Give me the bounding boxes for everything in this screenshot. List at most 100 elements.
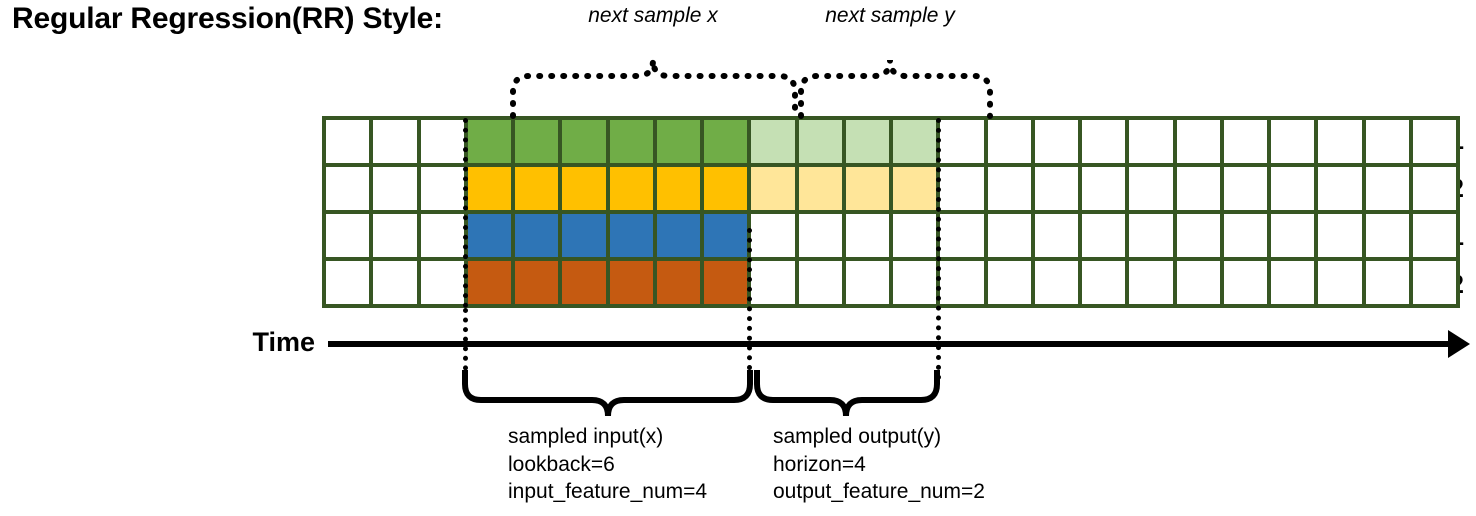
grid-cell-empty — [1318, 214, 1362, 257]
grid-cell-empty — [1271, 261, 1315, 304]
grid-cell-input — [656, 167, 700, 210]
grid-cell-empty — [1034, 214, 1078, 257]
grid-cell-empty — [1271, 120, 1315, 163]
grid-row — [326, 167, 1456, 210]
grid-cell-empty — [1034, 261, 1078, 304]
grid-cell-empty — [373, 214, 417, 257]
grid-cell-empty — [751, 261, 795, 304]
grid-row — [326, 261, 1456, 304]
grid-cell-empty — [893, 214, 937, 257]
grid-cell-empty — [940, 120, 984, 163]
grid-cell-empty — [798, 214, 842, 257]
grid-cell-empty — [1365, 120, 1409, 163]
grid-cell-empty — [1034, 167, 1078, 210]
grid-cell-input — [467, 167, 511, 210]
top-brace-label-next-sample-x: next sample x — [588, 4, 718, 27]
guide-input-start — [463, 118, 468, 308]
grid-cell-empty — [1412, 214, 1456, 257]
grid-cell-empty — [1318, 261, 1362, 304]
grid-cell-output — [893, 167, 937, 210]
grid-cell-empty — [1365, 261, 1409, 304]
grid-cell-empty — [373, 261, 417, 304]
grid-cell-empty — [420, 167, 464, 210]
page-title: Regular Regression(RR) Style: — [12, 2, 443, 35]
grid-cell-empty — [326, 120, 370, 163]
top-brace-label-next-sample-y: next sample y — [825, 4, 955, 27]
grid-cell-empty — [1129, 167, 1173, 210]
grid-cell-empty — [940, 261, 984, 304]
sampled-input-feature-num: input_feature_num=4 — [508, 480, 708, 504]
grid-cell-empty — [1176, 261, 1220, 304]
bottom-brace-sampled-output — [754, 370, 940, 417]
grid-cell-output — [751, 167, 795, 210]
grid-cell-empty — [420, 261, 464, 304]
grid-cell-empty — [1223, 120, 1267, 163]
grid-cell-empty — [1365, 214, 1409, 257]
grid-cell-empty — [1176, 120, 1220, 163]
sampled-input-title: sampled input(x) — [508, 425, 664, 448]
grid-cell-empty — [1271, 167, 1315, 210]
grid-cell-input — [609, 167, 653, 210]
grid-cell-empty — [373, 167, 417, 210]
grid-cell-output — [798, 167, 842, 210]
grid-cell-empty — [1129, 261, 1173, 304]
grid-cell-output — [751, 120, 795, 163]
grid-cell-empty — [987, 261, 1031, 304]
time-axis-line — [328, 341, 1454, 347]
top-brace-next-sample-x — [510, 59, 798, 119]
grid-cell-empty — [1082, 120, 1126, 163]
grid-cell-empty — [798, 261, 842, 304]
grid-cell-empty — [987, 167, 1031, 210]
grid-cell-input — [656, 120, 700, 163]
grid-cell-input — [562, 214, 606, 257]
grid-cell-empty — [326, 167, 370, 210]
time-axis-arrowhead — [1448, 330, 1470, 358]
grid-cell-output — [845, 120, 889, 163]
grid-cell-empty — [1082, 167, 1126, 210]
bottom-brace-sampled-input — [462, 370, 753, 417]
grid-cell-input — [704, 214, 748, 257]
bottom-brace-label-sampled-output: sampled output(y) horizon=4 output_featu… — [773, 423, 985, 506]
grid-cell-empty — [845, 214, 889, 257]
guide-input-start-lower — [463, 308, 468, 380]
grid-cell-empty — [987, 120, 1031, 163]
grid-cell-empty — [326, 214, 370, 257]
grid-cell-empty — [1412, 167, 1456, 210]
top-brace-next-sample-y — [798, 59, 993, 119]
grid-cell-empty — [373, 120, 417, 163]
grid-cell-empty — [1318, 120, 1362, 163]
grid-cell-input — [467, 261, 511, 304]
grid-cell-empty — [987, 214, 1031, 257]
grid-cell-empty — [1271, 214, 1315, 257]
grid-cell-input — [704, 261, 748, 304]
grid-cell-input — [562, 120, 606, 163]
grid-row — [326, 120, 1456, 163]
grid-cell-empty — [1129, 120, 1173, 163]
grid-cell-input — [609, 120, 653, 163]
grid-cell-empty — [1318, 167, 1362, 210]
grid-cell-input — [562, 261, 606, 304]
grid-cell-input — [467, 214, 511, 257]
grid-cell-output — [893, 120, 937, 163]
grid-cell-output — [798, 120, 842, 163]
grid-cell-empty — [940, 214, 984, 257]
grid-cell-empty — [845, 261, 889, 304]
grid-cell-empty — [1034, 120, 1078, 163]
grid-cell-input — [467, 120, 511, 163]
bottom-brace-label-sampled-input: sampled input(x) lookback=6 input_featur… — [508, 423, 707, 506]
grid-cell-empty — [1176, 214, 1220, 257]
grid-cell-empty — [1082, 261, 1126, 304]
grid-cell-input — [515, 120, 559, 163]
timeline-grid — [322, 116, 1460, 308]
guide-input-end — [747, 228, 752, 380]
grid-cell-input — [515, 261, 559, 304]
grid-cell-input — [609, 214, 653, 257]
grid-cell-empty — [1365, 167, 1409, 210]
grid-cell-empty — [893, 261, 937, 304]
time-axis-label: Time — [252, 327, 315, 357]
sampled-output-horizon: horizon=4 — [773, 452, 866, 476]
grid-cell-empty — [326, 261, 370, 304]
grid-row — [326, 214, 1456, 257]
grid-cell-empty — [1223, 167, 1267, 210]
